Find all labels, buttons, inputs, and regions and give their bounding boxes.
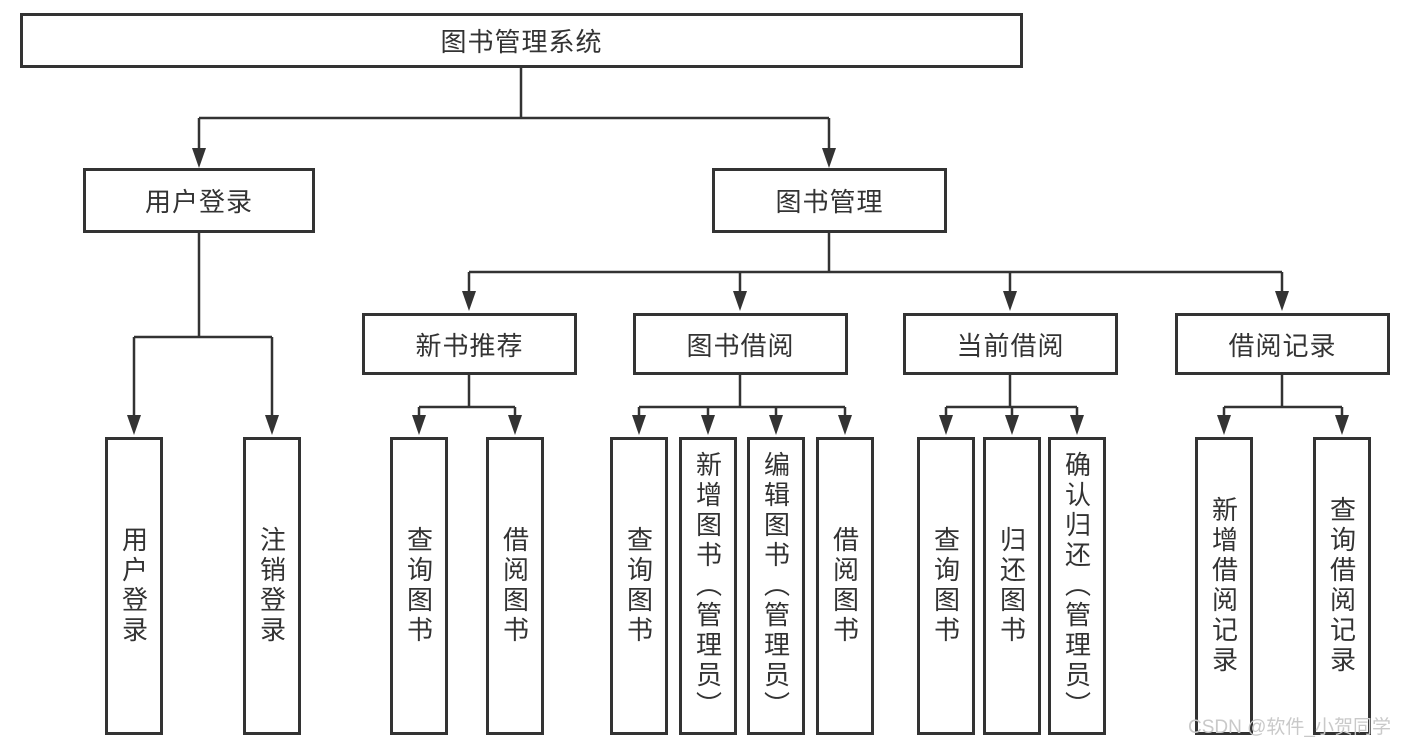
node-borrow-records: 借阅记录 <box>1175 313 1390 375</box>
leaf-add-books-admin: 新增图书（管理员） <box>679 437 737 735</box>
node-book-management-label: 图书管理 <box>775 187 884 217</box>
leaf-query-books-recommend: 查询图书 <box>390 437 448 735</box>
node-current-borrow: 当前借阅 <box>903 313 1118 375</box>
node-book-borrow: 图书借阅 <box>633 313 848 375</box>
leaf-logout-login-label: 注销登录 <box>256 526 287 646</box>
node-book-management: 图书管理 <box>712 168 947 233</box>
leaf-user-login-label: 用户登录 <box>118 526 149 646</box>
leaf-query-books-borrow: 查询图书 <box>610 437 668 735</box>
leaf-user-login: 用户登录 <box>105 437 163 735</box>
leaf-query-borrow-record: 查询借阅记录 <box>1313 437 1371 735</box>
leaf-add-borrow-record-label: 新增借阅记录 <box>1208 496 1239 676</box>
leaf-add-borrow-record: 新增借阅记录 <box>1195 437 1253 735</box>
leaf-borrow-books: 借阅图书 <box>816 437 874 735</box>
leaf-borrow-books-recommend: 借阅图书 <box>486 437 544 735</box>
leaf-query-books-current-label: 查询图书 <box>930 526 961 646</box>
node-borrow-records-label: 借阅记录 <box>1228 330 1337 361</box>
leaf-edit-books-admin-label: 编辑图书（管理员） <box>760 451 791 721</box>
leaf-query-books-borrow-label: 查询图书 <box>623 526 654 646</box>
arrowheads <box>127 148 1349 435</box>
leaf-confirm-return-admin: 确认归还（管理员） <box>1048 437 1106 735</box>
leaf-query-borrow-record-label: 查询借阅记录 <box>1326 496 1357 676</box>
node-current-borrow-label: 当前借阅 <box>956 330 1065 361</box>
node-root: 图书管理系统 <box>20 13 1023 68</box>
node-root-label: 图书管理系统 <box>440 27 603 57</box>
leaf-borrow-books-recommend-label: 借阅图书 <box>499 526 530 646</box>
leaf-logout-login: 注销登录 <box>243 437 301 735</box>
leaf-return-books: 归还图书 <box>983 437 1041 735</box>
node-user-login-label: 用户登录 <box>144 187 253 217</box>
node-user-login: 用户登录 <box>83 168 315 233</box>
leaf-return-books-label: 归还图书 <box>996 526 1027 646</box>
leaf-edit-books-admin: 编辑图书（管理员） <box>747 437 805 735</box>
leaf-add-books-admin-label: 新增图书（管理员） <box>692 451 723 721</box>
leaf-query-books-current: 查询图书 <box>917 437 975 735</box>
node-book-borrow-label: 图书借阅 <box>686 330 795 361</box>
leaf-confirm-return-admin-label: 确认归还（管理员） <box>1061 451 1092 721</box>
leaf-borrow-books-label: 借阅图书 <box>829 526 860 646</box>
node-new-book-recommend-label: 新书推荐 <box>415 330 524 361</box>
node-new-book-recommend: 新书推荐 <box>362 313 577 375</box>
csdn-watermark: CSDN @软件_小贺同学 <box>1188 717 1391 738</box>
leaf-query-books-recommend-label: 查询图书 <box>403 526 434 646</box>
